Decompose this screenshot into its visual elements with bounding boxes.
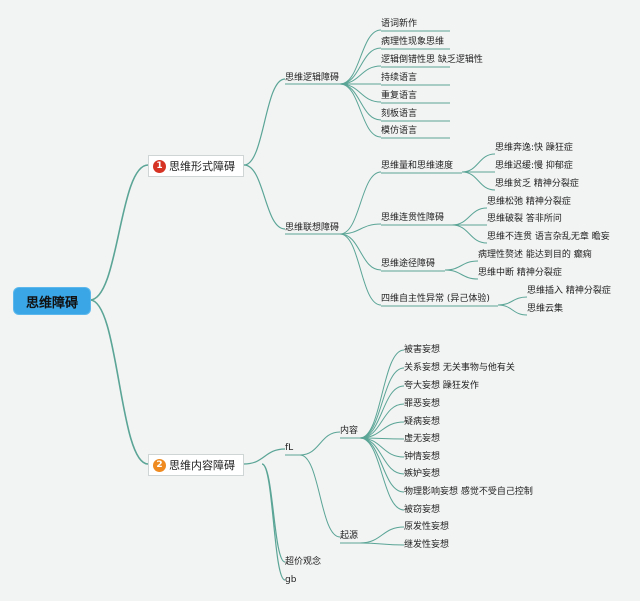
number-badge-1: 1 (153, 159, 166, 173)
connector-line (359, 349, 405, 439)
leaf-node[interactable]: 病理性现象思维 (381, 37, 445, 47)
leaf-node[interactable]: 罪恶妄想 (404, 399, 441, 409)
leaf-node[interactable]: 嫉妒妄想 (404, 469, 441, 479)
branch-node-form-disorder[interactable]: 1 思维形式障碍 (148, 155, 244, 177)
leaf-node[interactable]: 物理影响妄想 感觉不受自己控制 (404, 487, 533, 497)
root-node[interactable]: 思维障碍 (14, 288, 90, 314)
connector-line (243, 164, 286, 230)
node-path[interactable]: 思维途径障碍 (381, 259, 436, 269)
leaf-node[interactable]: 夸大妄想 躁狂发作 (404, 381, 479, 391)
leaf-node[interactable]: 刻板语言 (381, 109, 418, 119)
leaf-node[interactable]: 钟情妄想 (404, 452, 441, 462)
leaf-node[interactable]: 思维云集 (527, 304, 564, 314)
connector-line (339, 83, 382, 121)
connector-line (359, 526, 405, 544)
leaf-node[interactable]: 思维松弛 精神分裂症 (487, 197, 571, 207)
connector-line (451, 224, 488, 244)
connector-line (497, 296, 528, 306)
node-autonomy[interactable]: 四维自主性异常 (异己体验) (381, 294, 490, 304)
connector-line (339, 47, 382, 85)
leaf-node[interactable]: 思维破裂 答非所问 (487, 214, 562, 224)
node-speed[interactable]: 思维量和思维速度 (381, 161, 454, 171)
connector-line (339, 29, 382, 85)
node-association-disorder[interactable]: 思维联想障碍 (285, 223, 340, 233)
leaf-node[interactable]: 持续语言 (381, 73, 418, 83)
branch-label: 思维内容障碍 (169, 459, 235, 472)
connector-line (261, 463, 286, 581)
leaf-node[interactable]: 疑病妄想 (404, 417, 441, 427)
node-logic-disorder[interactable]: 思维逻辑障碍 (285, 73, 340, 83)
connector-line (243, 78, 286, 166)
leaf-node[interactable]: 重复语言 (381, 91, 418, 101)
leaf-node[interactable]: 虚无妄想 (404, 434, 441, 444)
connector-line (243, 448, 286, 465)
leaf-node[interactable]: 思维贫乏 精神分裂症 (495, 179, 579, 189)
connector-line (89, 164, 149, 301)
connector-line (339, 233, 382, 271)
connector-line (359, 403, 405, 439)
leaf-node[interactable]: 语词新作 (381, 19, 418, 29)
connector-line (444, 260, 479, 271)
node-origin[interactable]: 起源 (340, 531, 359, 541)
connector-line (89, 299, 149, 465)
connector-line (339, 171, 382, 235)
branch-node-content-disorder[interactable]: 2 思维内容障碍 (148, 454, 244, 476)
leaf-node[interactable]: 模仿语言 (381, 126, 418, 136)
number-badge-2: 2 (153, 458, 166, 472)
leaf-node[interactable]: 思维中断 精神分裂症 (478, 268, 562, 278)
connector-line (339, 83, 382, 103)
connector-line (461, 171, 496, 191)
node-fl[interactable]: fL (285, 443, 294, 453)
node-coherence[interactable]: 思维连贯性障碍 (381, 213, 445, 223)
connector-line (339, 83, 382, 138)
leaf-node[interactable]: 思维插入 精神分裂症 (527, 286, 611, 296)
connector-line (339, 65, 382, 85)
connector-line (261, 463, 286, 563)
node-content[interactable]: 内容 (340, 426, 359, 436)
leaf-node[interactable]: 原发性妄想 (404, 522, 450, 532)
node-overvalued-idea[interactable]: 超价观念 (285, 557, 322, 567)
leaf-node[interactable]: 思维不连贯 语言杂乱无章 瞻妄 (487, 232, 610, 242)
connector-line (339, 233, 382, 306)
connector-line (359, 437, 405, 511)
leaf-node[interactable]: 思维奔逸:快 躁狂症 (495, 143, 573, 153)
leaf-node[interactable]: 被害妄想 (404, 345, 441, 355)
branch-label: 思维形式障碍 (169, 160, 235, 173)
connector-line (359, 542, 405, 546)
connector-line (359, 367, 405, 439)
connector-line (339, 223, 382, 235)
leaf-node[interactable]: 继发性妄想 (404, 540, 450, 550)
leaf-node[interactable]: 思维迟缓:慢 抑郁症 (495, 161, 573, 171)
connector-line (299, 431, 341, 456)
connector-line (497, 304, 528, 316)
connector-line (359, 437, 405, 493)
node-gb[interactable]: gb (285, 575, 297, 585)
connector-line (461, 153, 496, 173)
connector-line (444, 269, 479, 280)
leaf-node[interactable]: 被窃妄想 (404, 505, 441, 515)
connector-line (299, 454, 341, 538)
leaf-node[interactable]: 病理性赘述 能达到目的 癫痫 (478, 250, 592, 260)
leaf-node[interactable]: 关系妄想 无关事物与他有关 (404, 363, 515, 373)
leaf-node[interactable]: 逻辑倒错性思 缺乏逻辑性 (381, 55, 483, 65)
connector-line (451, 207, 488, 226)
